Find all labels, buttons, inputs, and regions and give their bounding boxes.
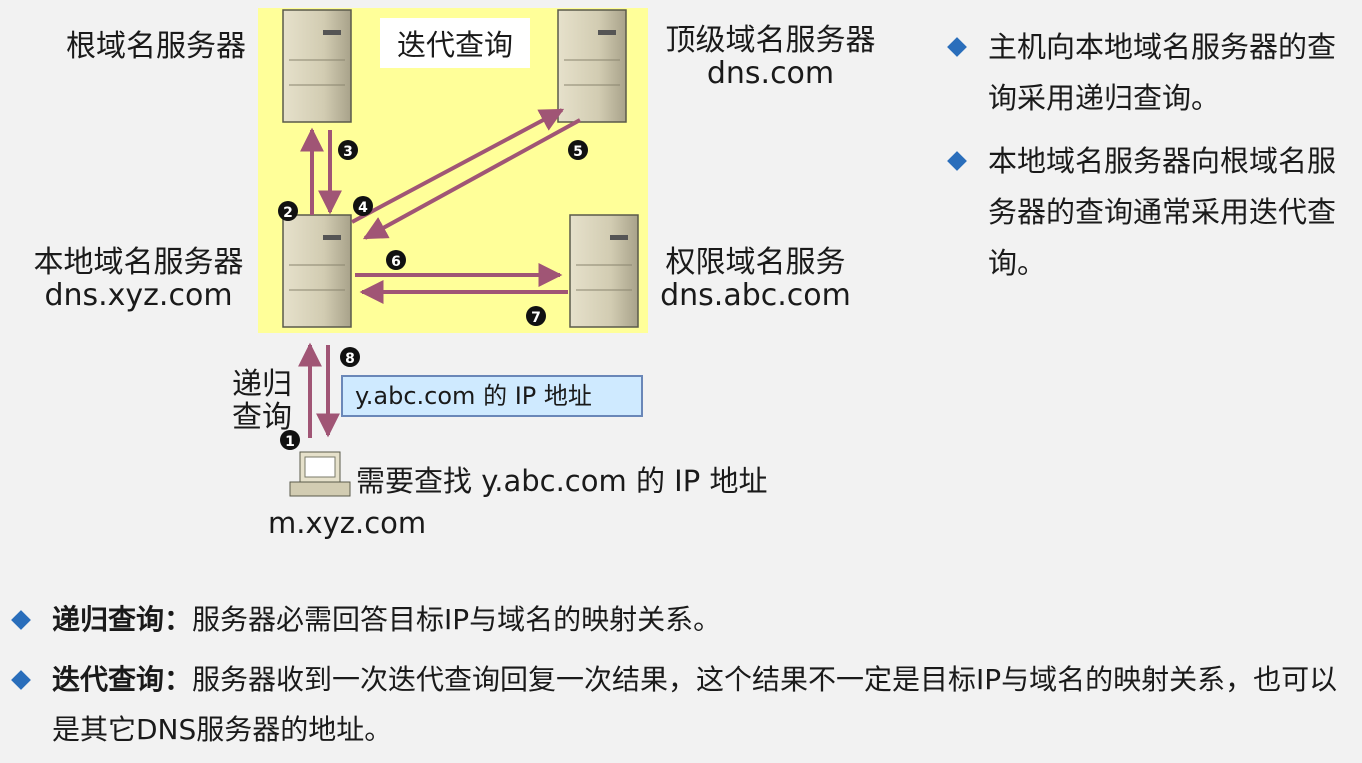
bottom-bullet-text: 递归查询：服务器必需回答目标IP与域名的映射关系。 <box>52 595 1352 645</box>
local-server-label: 本地域名服务器 dns.xyz.com <box>26 246 251 312</box>
step-marker-4: 4 <box>353 196 373 216</box>
arrow-step-4 <box>351 108 565 224</box>
bullet-term: 递归查询： <box>52 603 193 636</box>
step-label-5: 5 <box>573 144 583 160</box>
right-bullet-item: 本地域名服务器向根域名服务器的查询通常采用迭代查询。 <box>940 136 1350 289</box>
ip-result-text: y.abc.com 的 IP 地址 <box>355 382 592 410</box>
local-server-domain: dns.xyz.com <box>44 278 233 313</box>
auth-server-label: 权限域名服务 dns.abc.com <box>658 246 853 312</box>
step-marker-8: 8 <box>340 347 360 367</box>
right-bullet-item: 主机向本地域名服务器的查询采用递归查询。 <box>940 22 1350 124</box>
step-label-2: 2 <box>283 205 293 221</box>
step-label-4: 4 <box>358 200 368 216</box>
auth-server-icon <box>569 214 639 328</box>
bullet-definition: 服务器收到一次迭代查询回复一次结果，这个结果不一定是目标IP与域名的映射关系，也… <box>52 663 1338 746</box>
tld-server-label: 顶级域名服务器 dns.com <box>658 24 883 90</box>
root-server-icon <box>282 9 352 123</box>
arrow-step-5 <box>362 118 581 240</box>
bottom-bullet-text: 迭代查询：服务器收到一次迭代查询回复一次结果，这个结果不一定是目标IP与域名的映… <box>52 655 1352 755</box>
recursive-query-line1: 递归 <box>232 367 292 402</box>
query-arrows <box>298 108 581 438</box>
recursive-query-label: 递归 查询 <box>232 368 292 434</box>
root-server-label: 根域名服务器 <box>66 29 246 64</box>
step-marker-3: 3 <box>338 140 358 160</box>
step-marker-7: 7 <box>526 306 546 326</box>
step-label-3: 3 <box>343 144 353 160</box>
step-label-8: 8 <box>345 351 355 367</box>
step-marker-2: 2 <box>278 201 298 221</box>
step-label-7: 7 <box>531 310 541 326</box>
step-label-1: 1 <box>285 434 295 450</box>
local-server-name: 本地域名服务器 <box>33 245 244 280</box>
step-label-6: 6 <box>391 254 401 270</box>
auth-server-name: 权限域名服务 <box>665 245 846 280</box>
right-bullet-text: 主机向本地域名服务器的查询采用递归查询。 <box>988 30 1337 115</box>
iterative-query-text: 迭代查询 <box>396 28 513 62</box>
diamond-bullet-icon <box>947 151 967 171</box>
diamond-bullet-icon <box>947 37 967 57</box>
client-host-label: m.xyz.com <box>268 506 427 540</box>
iterative-query-label: 迭代查询 <box>380 18 530 68</box>
computer-icon <box>289 451 351 497</box>
step-marker-1: 1 <box>280 430 300 450</box>
step-marker-5: 5 <box>568 140 588 160</box>
bullet-term: 迭代查询： <box>52 663 193 696</box>
lookup-request-label: 需要查找 y.abc.com 的 IP 地址 <box>356 464 768 498</box>
right-bullet-list: 主机向本地域名服务器的查询采用递归查询。 本地域名服务器向根域名服务器的查询通常… <box>940 22 1350 301</box>
auth-server-domain: dns.abc.com <box>660 278 851 313</box>
step-marker-6: 6 <box>386 250 406 270</box>
tld-server-icon <box>557 9 627 123</box>
recursive-query-line2: 查询 <box>232 400 292 435</box>
local-server-icon <box>282 214 352 328</box>
right-bullet-text: 本地域名服务器向根域名服务器的查询通常采用迭代查询。 <box>988 144 1337 280</box>
tld-server-name: 顶级域名服务器 <box>665 23 876 58</box>
tld-server-domain: dns.com <box>706 56 835 91</box>
bullet-definition: 服务器必需回答目标IP与域名的映射关系。 <box>192 603 722 636</box>
ip-result-box: y.abc.com 的 IP 地址 <box>341 375 643 417</box>
